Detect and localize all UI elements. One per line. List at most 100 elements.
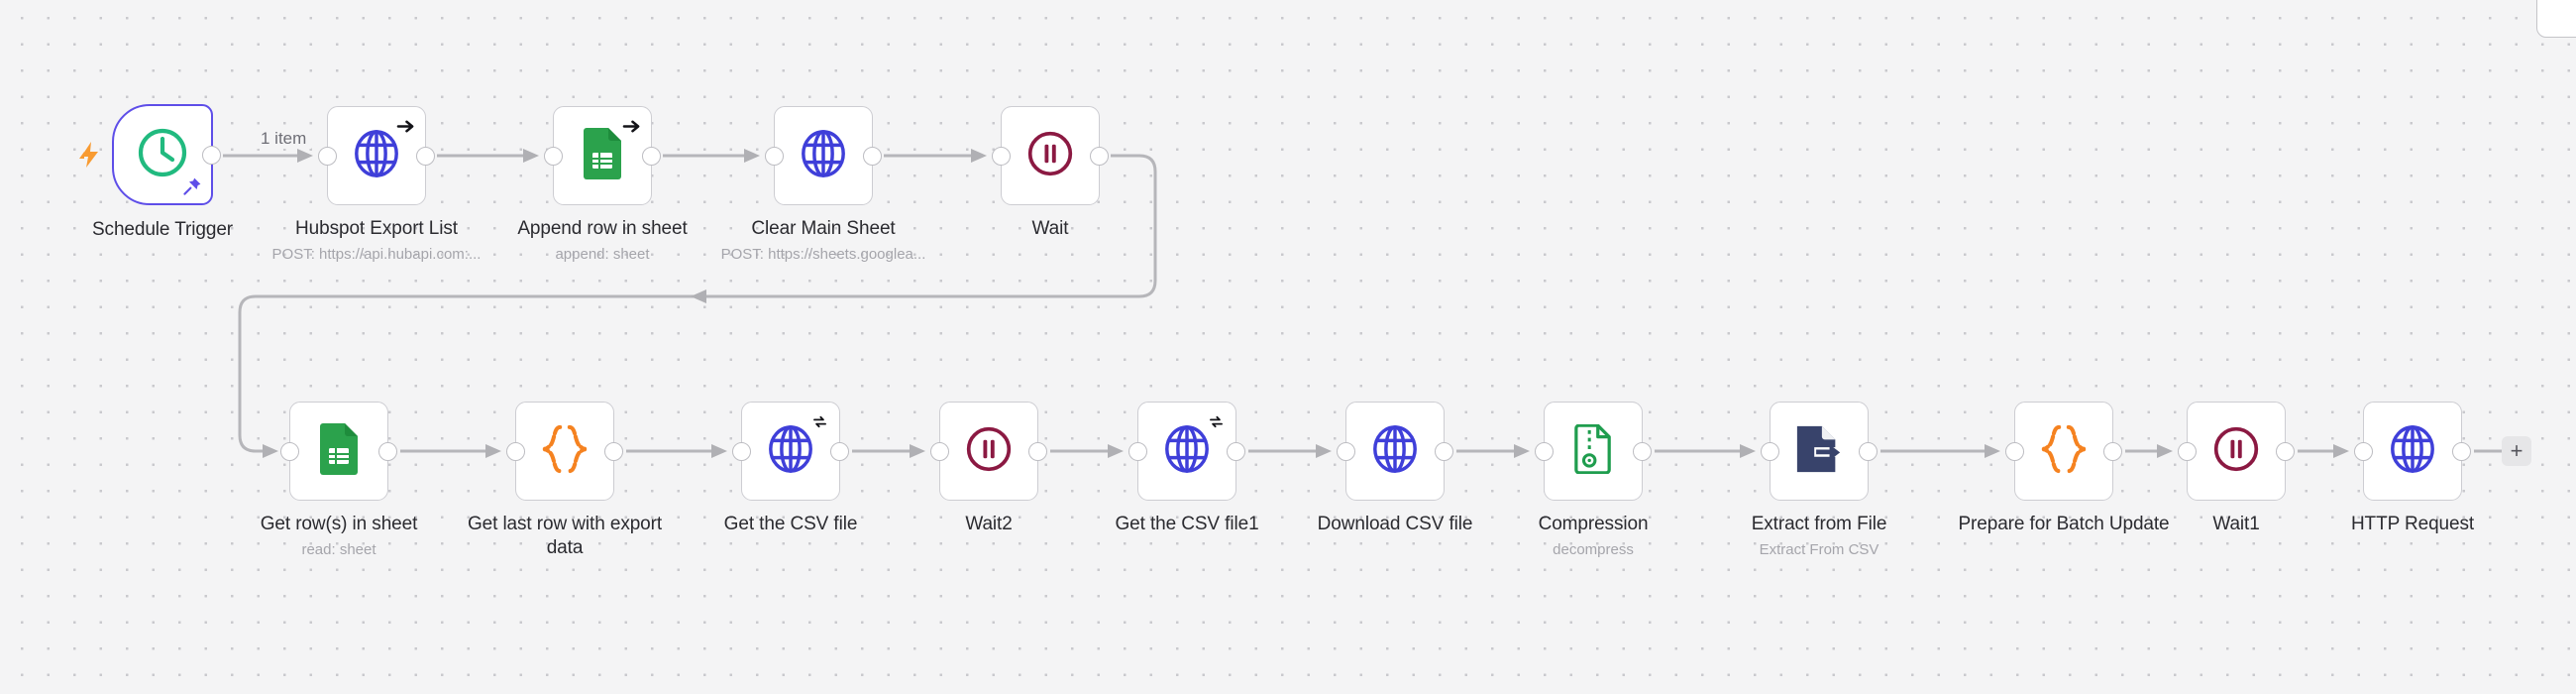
node-subtitle: read: sheet [301, 541, 376, 558]
node-body[interactable] [1535, 402, 1652, 501]
code-braces-icon [2038, 424, 2090, 479]
node-wait2[interactable]: Wait2 [930, 402, 1047, 534]
node-subtitle: POST: https://sheets.googlea... [720, 246, 926, 263]
input-connector[interactable] [2354, 441, 2373, 461]
retry-loop-icon [808, 410, 830, 432]
connection-label-1-item: 1 item [256, 129, 312, 149]
node-get-rows-in-sheet[interactable]: Get row(s) in sheet read: sheet [261, 402, 417, 558]
side-panel-edge [2536, 0, 2576, 38]
node-body[interactable] [1761, 402, 1878, 501]
node-clear-main-sheet[interactable]: Clear Main Sheet POST: https://sheets.go… [721, 106, 925, 263]
node-extract-from-file[interactable]: Extract from File Extract From CSV [1752, 402, 1886, 558]
add-node-button[interactable]: + [2502, 436, 2531, 466]
node-append-row-in-sheet[interactable]: Append row in sheet append: sheet [517, 106, 688, 263]
output-connector[interactable] [2103, 441, 2122, 461]
node-get-the-csv-file[interactable]: Get the CSV file [724, 402, 857, 534]
pin-icon[interactable] [182, 176, 202, 196]
input-connector[interactable] [506, 441, 525, 461]
input-connector[interactable] [280, 441, 299, 461]
output-connector[interactable] [1227, 441, 1245, 461]
input-connector[interactable] [1761, 441, 1779, 461]
node-body[interactable] [2178, 402, 2295, 501]
input-connector[interactable] [732, 441, 751, 461]
node-wait1[interactable]: Wait1 [2178, 402, 2295, 534]
node-download-csv-file[interactable]: Download CSV file [1318, 402, 1472, 534]
input-connector[interactable] [765, 146, 784, 166]
input-connector[interactable] [2178, 441, 2197, 461]
output-connector[interactable] [1633, 441, 1652, 461]
node-label: Get the CSV file [723, 514, 858, 534]
pause-icon [1026, 130, 1074, 182]
output-connector[interactable] [2452, 441, 2471, 461]
node-hubspot-export-list[interactable]: Hubspot Export List POST: https://api.hu… [272, 106, 481, 263]
node-body[interactable] [1337, 402, 1453, 501]
compressed-file-icon [1573, 423, 1613, 479]
output-connector[interactable] [2276, 441, 2295, 461]
node-label: Compression [1538, 514, 1649, 534]
node-schedule-trigger[interactable]: Schedule Trigger [79, 104, 233, 240]
output-connector[interactable] [1090, 146, 1109, 166]
input-connector[interactable] [1337, 441, 1355, 461]
input-connector[interactable] [2005, 441, 2024, 461]
node-body[interactable] [732, 402, 849, 501]
output-connector[interactable] [604, 441, 623, 461]
node-http-request[interactable]: HTTP Request [2351, 402, 2474, 534]
output-connector[interactable] [1435, 441, 1453, 461]
node-label: Append row in sheet [517, 218, 688, 239]
node-body[interactable] [2354, 402, 2471, 501]
output-connector[interactable] [1028, 441, 1047, 461]
globe-icon [799, 129, 848, 183]
node-body[interactable] [79, 104, 221, 205]
output-connector[interactable] [642, 146, 661, 166]
node-label: Wait [1031, 218, 1069, 239]
node-label: Get row(s) in sheet [260, 514, 418, 534]
google-sheets-icon [582, 127, 623, 184]
code-braces-icon [539, 424, 590, 479]
clock-icon [137, 127, 188, 183]
google-sheets-icon [318, 422, 360, 480]
input-connector[interactable] [992, 146, 1011, 166]
node-body[interactable] [280, 402, 397, 501]
node-body[interactable] [765, 106, 882, 205]
node-body[interactable] [992, 106, 1109, 205]
extract-file-icon [1793, 424, 1845, 479]
node-body[interactable] [2005, 402, 2122, 501]
pause-icon [965, 425, 1013, 478]
input-connector[interactable] [930, 441, 949, 461]
arrow-right-icon [394, 115, 416, 137]
node-label: Schedule Trigger [91, 219, 234, 240]
output-connector[interactable] [416, 146, 435, 166]
node-wait[interactable]: Wait [992, 106, 1109, 239]
output-connector[interactable] [1859, 441, 1878, 461]
node-body[interactable] [506, 402, 623, 501]
node-label: Clear Main Sheet [751, 218, 896, 239]
node-label: Extract from File [1751, 514, 1887, 534]
output-connector[interactable] [830, 441, 849, 461]
node-subtitle: Extract From CSV [1759, 541, 1879, 558]
arrow-right-icon [620, 115, 642, 137]
node-get-last-row-with-export-data[interactable]: Get last row with export data [468, 402, 662, 558]
input-connector[interactable] [318, 146, 337, 166]
node-body[interactable] [1128, 402, 1245, 501]
globe-icon [1162, 424, 1212, 479]
input-connector[interactable] [1535, 441, 1554, 461]
node-get-the-csv-file1[interactable]: Get the CSV file1 [1115, 402, 1259, 534]
output-connector[interactable] [863, 146, 882, 166]
output-connector[interactable] [202, 145, 221, 165]
retry-loop-icon [1205, 410, 1227, 432]
node-prepare-for-batch-update[interactable]: Prepare for Batch Update [1958, 402, 2170, 534]
node-label: Prepare for Batch Update [1958, 514, 2170, 534]
pause-icon [2212, 425, 2260, 478]
input-connector[interactable] [544, 146, 563, 166]
node-label: Get last row with export data [467, 514, 663, 558]
node-label: Hubspot Export List [295, 218, 458, 239]
globe-icon [1370, 424, 1420, 479]
node-body[interactable] [544, 106, 661, 205]
node-compression[interactable]: Compression decompress [1535, 402, 1652, 558]
lightning-bolt-icon [78, 142, 102, 168]
node-body[interactable] [318, 106, 435, 205]
input-connector[interactable] [1128, 441, 1147, 461]
output-connector[interactable] [378, 441, 397, 461]
node-body[interactable] [930, 402, 1047, 501]
